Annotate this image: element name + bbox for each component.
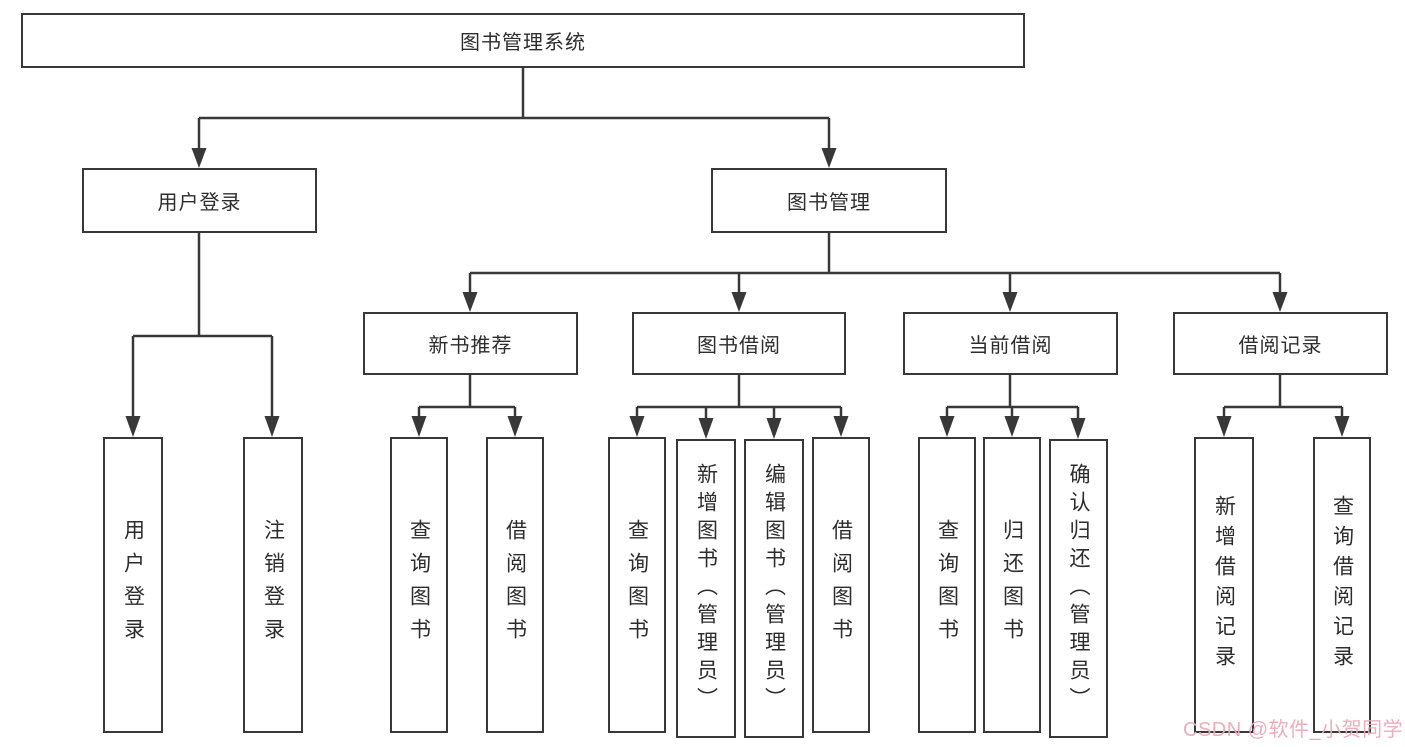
node-book-borrowing-label: 图书借阅 [697, 335, 781, 357]
connector-cur-borrow-children [945, 375, 1080, 421]
leaf-query-borrow-record: 查询借阅记录 [1313, 437, 1371, 733]
leaf-query-book-under-borrowing: 查询图书 [608, 437, 666, 733]
node-user-login-label: 用户登录 [157, 192, 242, 214]
node-library-system: 图书管理系统 [21, 13, 1025, 68]
arrowheads-user-login-branch [125, 416, 280, 437]
arrowheads-level2 [191, 148, 837, 168]
leaf-logout-label: 注销登录 [261, 519, 285, 651]
leaf-borrow-book-under-borrowing: 借阅图书 [812, 437, 870, 733]
leaf-query-book-label: 查询图书 [935, 519, 959, 651]
leaf-edit-book-admin-label: 编辑图书（管理员） [762, 462, 786, 715]
leaf-query-book-under-current: 查询图书 [918, 437, 976, 733]
leaf-query-book-label: 查询图书 [625, 519, 649, 651]
leaf-add-borrow-record-label: 新增借阅记录 [1212, 495, 1236, 675]
arrowheads-level4 [411, 416, 1350, 439]
leaf-user-login-label: 用户登录 [121, 519, 145, 651]
leaf-borrow-book-label: 借阅图书 [503, 519, 527, 651]
node-library-system-label: 图书管理系统 [460, 32, 586, 54]
leaf-confirm-return-admin: 确认归还（管理员） [1049, 439, 1108, 738]
node-borrowing-records: 借阅记录 [1173, 312, 1388, 375]
arrowheads-level3 [462, 292, 1288, 312]
leaf-borrow-book-under-new-book: 借阅图书 [486, 437, 544, 733]
node-user-login: 用户登录 [82, 168, 317, 233]
node-borrowing-records-label: 借阅记录 [1238, 335, 1323, 357]
leaf-edit-book-admin: 编辑图书（管理员） [744, 439, 804, 738]
node-current-borrowing: 当前借阅 [903, 312, 1118, 375]
node-book-borrowing: 图书借阅 [632, 312, 846, 375]
leaf-logout: 注销登录 [243, 437, 303, 733]
leaf-confirm-return-admin-label: 确认归还（管理员） [1067, 462, 1090, 715]
node-book-management: 图书管理 [711, 168, 947, 233]
leaf-return-book: 归还图书 [983, 437, 1041, 733]
connector-book-borrow-children [635, 375, 843, 421]
leaf-query-borrow-record-label: 查询借阅记录 [1330, 495, 1354, 675]
connector-borrow-rec-children [1222, 375, 1344, 419]
node-current-borrowing-label: 当前借阅 [968, 335, 1053, 357]
csdn-watermark: CSDN @软件_小贺同学 [1183, 719, 1404, 741]
leaf-add-borrow-record: 新增借阅记录 [1194, 437, 1254, 733]
leaf-borrow-book-label: 借阅图书 [829, 519, 853, 651]
leaf-query-book-under-new-book: 查询图书 [390, 437, 448, 733]
node-new-book-recommend: 新书推荐 [363, 312, 578, 375]
connector-book-mgmt-branch [468, 233, 1282, 294]
leaf-add-book-admin: 新增图书（管理员） [676, 439, 736, 738]
connector-root-to-level2 [197, 68, 831, 150]
node-new-book-recommend-label: 新书推荐 [428, 335, 513, 357]
leaf-user-login: 用户登录 [103, 437, 163, 733]
leaf-return-book-label: 归还图书 [1000, 519, 1024, 651]
leaf-query-book-label: 查询图书 [407, 519, 431, 651]
leaf-add-book-admin-label: 新增图书（管理员） [694, 462, 718, 715]
connector-user-login-branch [131, 233, 274, 419]
node-book-management-label: 图书管理 [787, 192, 871, 214]
connector-new-book-children [417, 375, 517, 419]
